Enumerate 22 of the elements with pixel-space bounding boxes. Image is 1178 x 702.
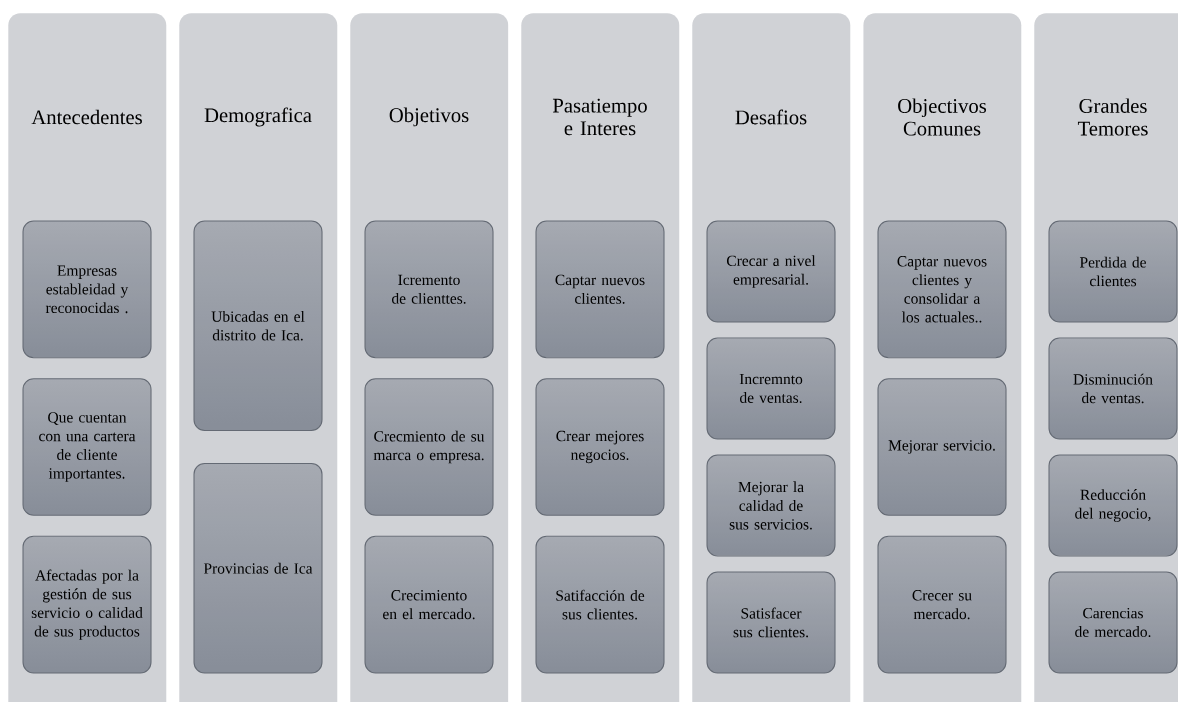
rounded-box: Mejorar servicio.: [877, 378, 1007, 516]
rounded-box: Perdida de clientes: [1048, 220, 1178, 323]
rounded-box: Crecar a nivel empresarial.: [706, 220, 836, 323]
rounded-box: Disminución de ventas.: [1048, 337, 1178, 440]
rounded-box: Icremento de clienttes.: [364, 220, 494, 359]
rounded-box: Crear mejores negocios.: [535, 378, 665, 516]
rounded-box: Ubicadas en el distrito de Ica.: [193, 220, 323, 432]
rounded-box: Crecmiento de su marca o empresa.: [364, 378, 494, 516]
rounded-box: Reducción del negocio,: [1048, 454, 1178, 557]
rounded-box: Incremnto de ventas.: [706, 337, 836, 440]
rounded-box: Satisfacer sus clientes.: [706, 571, 836, 674]
rounded-box: Provincias de Ica: [193, 462, 323, 674]
rounded-box: Captar nuevos clientes y consolidar a los actuales..: [877, 220, 1007, 359]
rounded-box: Crecer su mercado.: [877, 535, 1007, 674]
rounded-box: Crecimiento en el mercado.: [364, 535, 494, 674]
rounded-box: Captar nuevos clientes.: [535, 220, 665, 359]
rounded-box: Mejorar la calidad de sus servicios.: [706, 454, 836, 557]
rounded-box: Que cuentan con una cartera de cliente importantes.: [22, 378, 152, 516]
rounded-box: Satifacción de sus clientes.: [535, 535, 665, 674]
rounded-box: Carencias de mercado.: [1048, 571, 1178, 674]
rounded-box: Afectadas por la gestión de sus servicio o calidad de sus productos: [22, 535, 152, 674]
rounded-box: Empresas estableidad y reconocidas .: [22, 220, 152, 359]
